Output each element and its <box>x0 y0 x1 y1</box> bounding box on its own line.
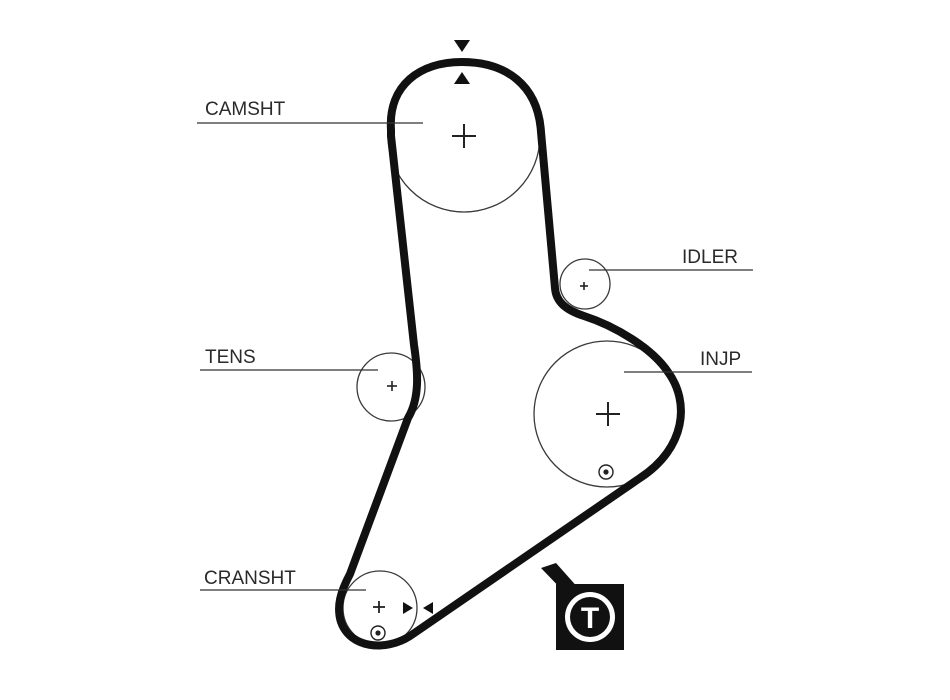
crankshaft-centre <box>373 601 385 613</box>
timing-belt <box>335 58 685 650</box>
camshaft-label: CAMSHT <box>205 99 286 120</box>
camshaft-centre <box>452 124 476 148</box>
leader-lines <box>197 122 753 591</box>
timing-mark-icon <box>403 602 433 614</box>
injection-pump-centre <box>596 402 620 426</box>
rotation-mark-icon <box>598 464 614 480</box>
tensioner-pulley <box>356 352 426 422</box>
timing-mark-icon <box>454 40 470 84</box>
tension-badge-label: T <box>581 602 599 635</box>
pulley-centres <box>373 124 620 613</box>
idler-label: IDLER <box>682 247 738 268</box>
tensioner-label: TENS <box>205 347 256 368</box>
injection-pump-label: INJP <box>700 349 741 370</box>
tension-badge-icon: T <box>541 563 624 650</box>
crankshaft-label: CRANSHT <box>204 568 296 589</box>
tensioner-centre <box>387 381 397 391</box>
rotation-mark-icon <box>370 625 386 641</box>
idler-centre <box>580 282 588 290</box>
idler-pulley <box>559 258 611 310</box>
labels: CAMSHT IDLER TENS INJP CRANSHT <box>204 99 741 589</box>
